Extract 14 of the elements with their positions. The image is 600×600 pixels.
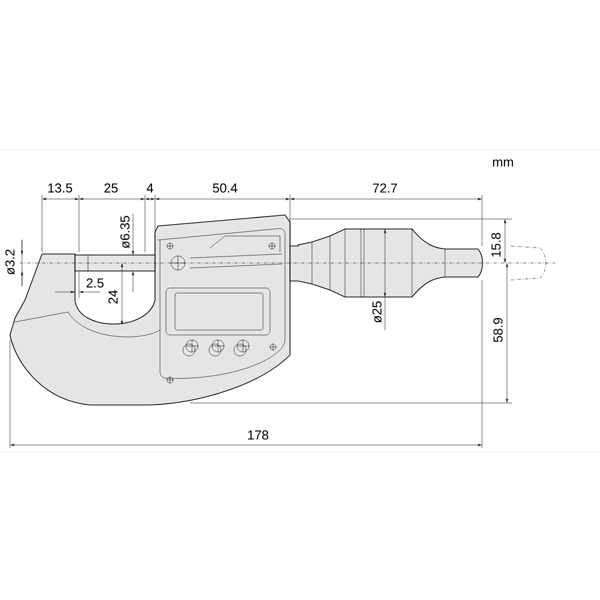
dimension-label: mm: [493, 160, 513, 166]
dimension-label: ø25: [372, 301, 382, 323]
dimension-label: 72.7: [373, 183, 397, 193]
dimension-label: 15.8: [491, 232, 501, 257]
dimension-label: 178: [248, 430, 268, 440]
dimension-label: ø6.35: [120, 216, 130, 248]
dimension-label: 50.4: [212, 183, 238, 193]
dimension-label: 24: [108, 290, 118, 304]
dimension-label: 13.5: [48, 183, 72, 193]
dimension-label: 58.9: [493, 318, 503, 342]
dimension-label: 25: [104, 183, 118, 193]
dimension-label: ø3.2: [5, 250, 15, 275]
dimension-label: 4: [146, 184, 154, 192]
dimension-label: 2.5: [86, 278, 104, 288]
